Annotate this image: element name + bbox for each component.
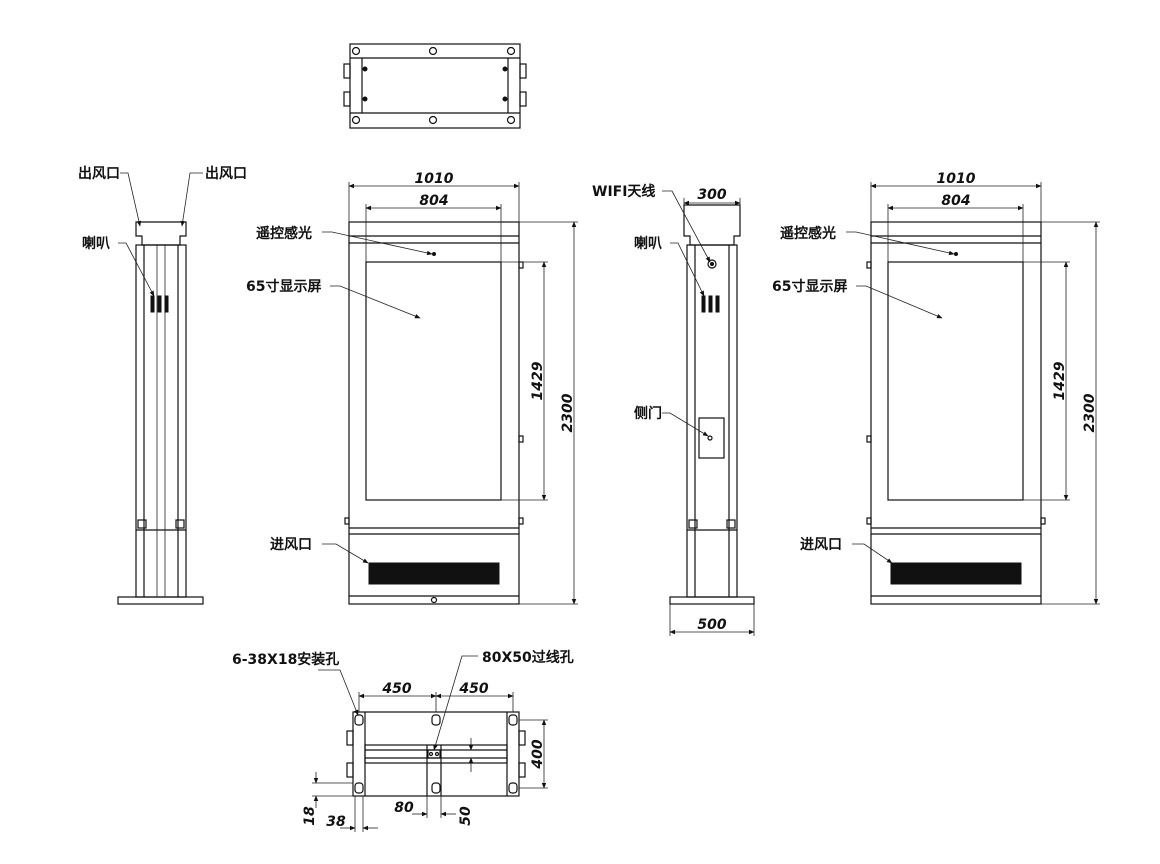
side-top-width-dim: 300	[697, 187, 726, 203]
wifi-antenna-label: WIFI天线	[592, 183, 655, 200]
base-plan-view: 450 450 400 18 38 80 50 6-38X18安装孔	[232, 649, 574, 832]
remote-sensor-label-2: 遥控感光	[780, 225, 836, 242]
cable-hole-height-dim: 50	[458, 806, 474, 826]
top-view	[343, 43, 527, 129]
air-inlet-label-2: 进风口	[800, 537, 842, 553]
cable-hole-width-dim: 80	[394, 800, 414, 816]
front2-screen-height-dim: 1429	[1052, 361, 1068, 400]
base-depth-dim: 400	[530, 739, 546, 769]
speaker-label-left: 喇叭	[82, 235, 110, 252]
base-hole-spacing-left-dim: 450	[381, 681, 411, 697]
remote-sensor-label-1: 遥控感光	[256, 225, 312, 242]
front-view-1: 1010 804 1429 2300 遥控感光 65寸显示屏 进风口	[246, 171, 578, 605]
air-outlet-right-label: 出风口	[205, 165, 247, 182]
base-hole-height-dim: 18	[302, 806, 318, 826]
side-view-right: 300 500 WIFI天线 喇叭 侧门	[592, 183, 755, 636]
front1-width-dim: 1010	[415, 171, 454, 187]
side-view-left: 出风口 出风口 喇叭	[78, 165, 247, 605]
front2-screen-width-dim: 804	[941, 193, 970, 209]
display-label-2: 65寸显示屏	[772, 278, 847, 295]
air-outlet-left-label: 出风口	[78, 165, 120, 182]
front1-screen-height-dim: 1429	[530, 361, 546, 400]
top-view-bolt	[351, 46, 516, 125]
air-inlet-label-1: 进风口	[270, 537, 312, 553]
mount-hole	[354, 714, 518, 794]
front2-height-dim: 2300	[1082, 393, 1098, 432]
front-view-2: 1010 804 1429 2300 遥控感光 65寸显示屏 进风口	[772, 171, 1100, 605]
front1-screen-width-dim: 804	[419, 193, 448, 209]
speaker-label-right: 喇叭	[634, 235, 662, 252]
front2-width-dim: 1010	[937, 171, 976, 187]
base-hole-width-dim: 38	[326, 814, 346, 830]
side-door-label: 侧门	[634, 405, 662, 422]
cable-hole-label: 80X50过线孔	[482, 649, 574, 666]
side-base-width-dim: 500	[697, 617, 726, 633]
mount-holes-label: 6-38X18安装孔	[232, 651, 339, 668]
display-label-1: 65寸显示屏	[246, 278, 321, 295]
speaker-grille-left	[150, 295, 169, 313]
front1-height-dim: 2300	[560, 393, 576, 432]
base-hole-spacing-right-dim: 450	[458, 681, 488, 697]
speaker-grille-right	[701, 295, 720, 313]
